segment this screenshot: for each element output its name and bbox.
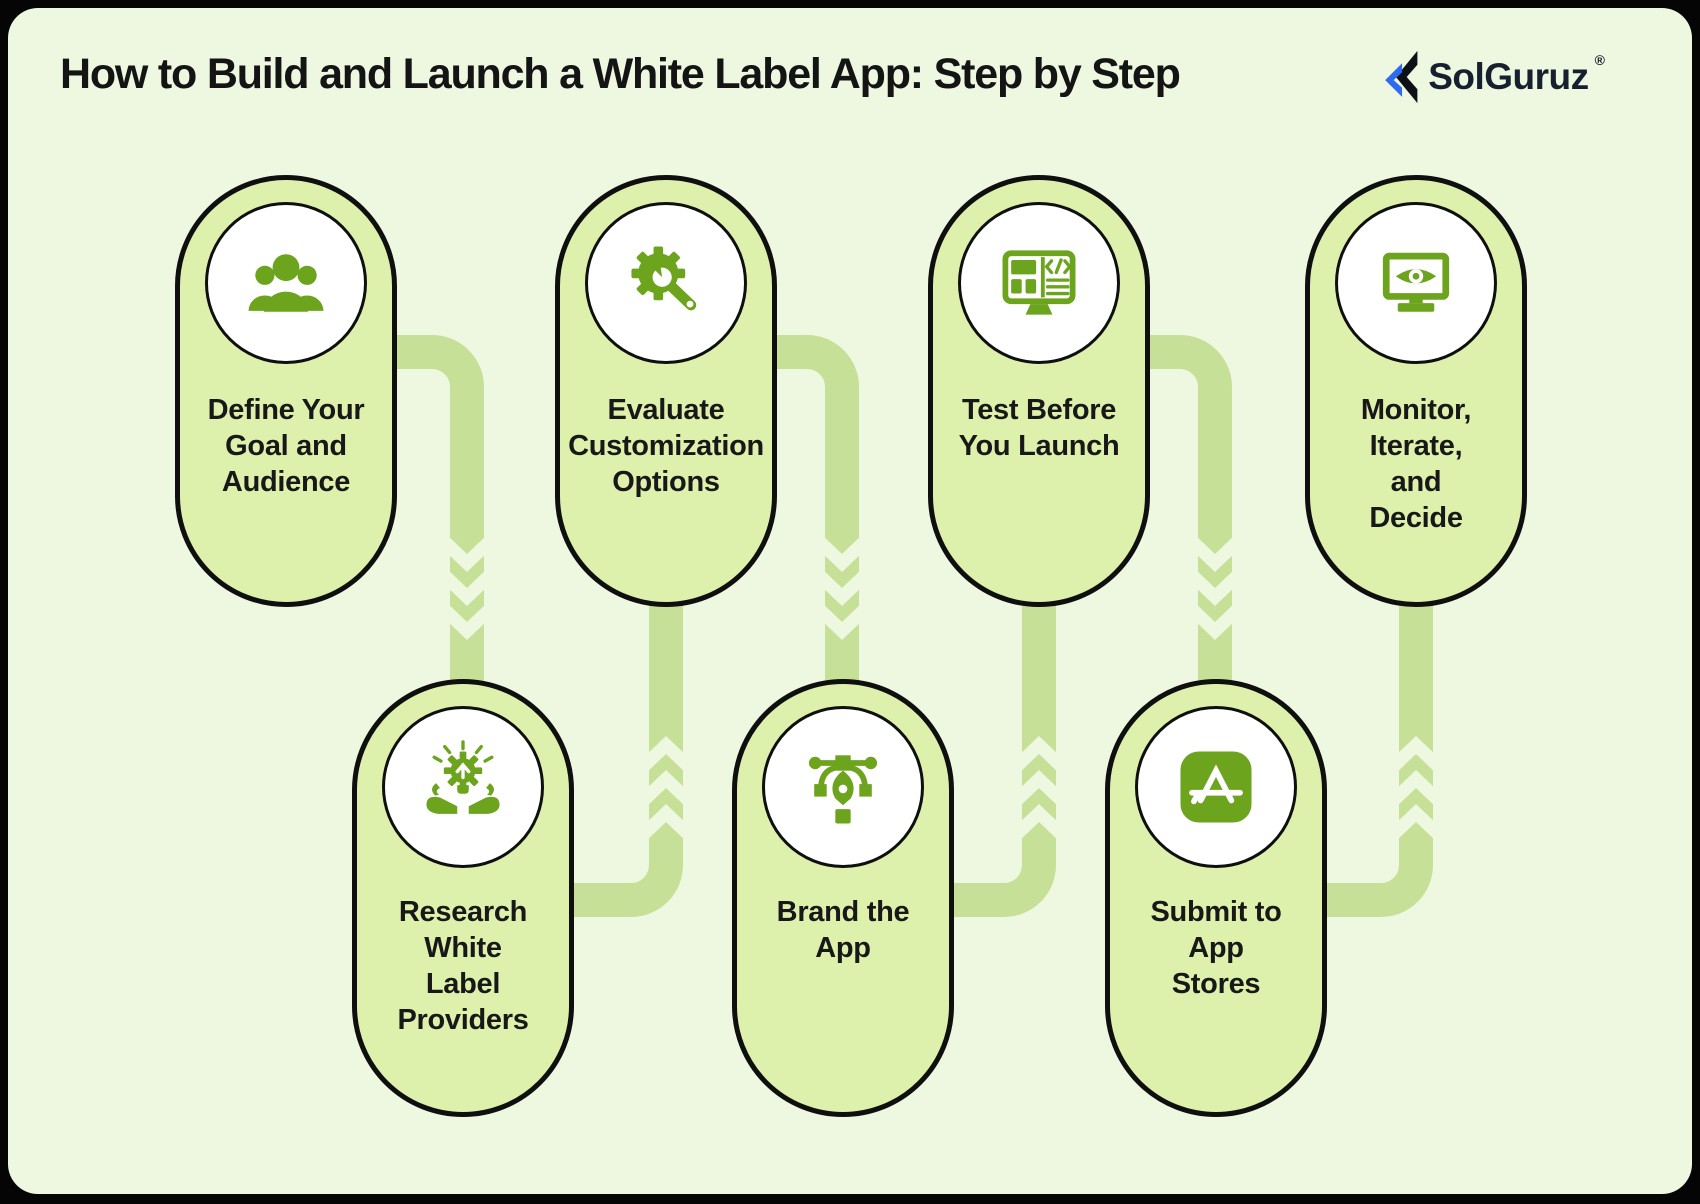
connector-brand-test [945, 602, 1056, 917]
code-monitor-icon [1002, 250, 1076, 315]
idea-hands-icon [426, 740, 500, 814]
connector-define-research [390, 335, 484, 684]
team-icon [248, 254, 324, 312]
connector-test-submit [1143, 335, 1232, 684]
step-icon-badge [1135, 706, 1297, 868]
connector-evaluate-brand [770, 335, 859, 684]
step-icon-badge [762, 706, 924, 868]
brand-name: SolGuruz [1428, 56, 1589, 97]
step-icon-badge [382, 706, 544, 868]
step-icon-badge [205, 202, 367, 364]
eye-monitor-icon [1382, 252, 1450, 312]
connector-research-evaluate [565, 602, 683, 917]
step-icon-badge [1335, 202, 1497, 364]
app-store-icon [1180, 751, 1252, 823]
chevron-arrows [440, 537, 1443, 839]
brand-logo: SolGuruz ® [1376, 48, 1605, 106]
solguruz-logo-mark [1385, 50, 1418, 104]
step-icon-badge [958, 202, 1120, 364]
registered-mark: ® [1594, 52, 1605, 68]
step-icon-badge [585, 202, 747, 364]
gear-wrench-icon [631, 246, 697, 311]
connector-submit-monitor [1318, 602, 1433, 917]
pen-tool-icon [808, 755, 878, 824]
page-title: How to Build and Launch a White Label Ap… [60, 50, 1181, 98]
